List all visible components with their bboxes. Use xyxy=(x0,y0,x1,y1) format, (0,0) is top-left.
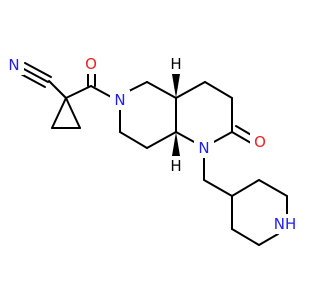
bond-n1-c8a xyxy=(175,131,197,144)
stereo-wedges xyxy=(172,74,180,156)
nitrile-nitrogen-label: N xyxy=(8,56,19,74)
bond-lactam-co-1 xyxy=(231,131,252,144)
bond-ch2-c4p xyxy=(203,179,233,197)
bond-cn-triple-2 xyxy=(24,62,52,78)
bond-cp-3 xyxy=(65,97,81,129)
atom-labels: N O N O N NH H H xyxy=(4,54,298,234)
bond-cp-to-carbonyl xyxy=(65,85,92,99)
bond-carbonyl-to-n6 xyxy=(90,85,114,99)
bond-cn-triple-3 xyxy=(18,72,46,88)
bond-c2-n1 xyxy=(211,131,233,144)
bond-c4-c3 xyxy=(204,81,233,99)
wedge-c4a-h xyxy=(172,74,180,98)
lactam-nitrogen-label: N xyxy=(198,139,209,157)
bond-cp-1 xyxy=(51,97,67,129)
lactam-oxygen-label: O xyxy=(254,133,266,151)
bond-c5-c4a xyxy=(146,81,177,99)
wedge-c8a-h xyxy=(172,132,180,156)
molecule-structure-diagram: N O N O N NH H H xyxy=(4,54,298,246)
nitrile-group xyxy=(18,62,67,99)
amide-nitrogen-label: N xyxy=(114,91,125,109)
piperidinylmethyl-substituent xyxy=(203,157,288,246)
piperidine-nh-label: NH xyxy=(274,215,297,233)
right-ring xyxy=(175,81,254,144)
bond-c6p-c5p xyxy=(231,228,260,246)
carbonyl-oxygen-label: O xyxy=(85,55,97,73)
bond-c3p-c2p xyxy=(258,179,288,197)
cyclopropane-ring xyxy=(51,97,81,129)
bond-c8a-c8 xyxy=(146,131,177,149)
bond-nitrile-to-cyclopropane xyxy=(48,80,67,99)
bond-n-c6p xyxy=(258,233,279,246)
stereo-hydrogen-bottom-label: H xyxy=(170,157,181,175)
bond-c8-c7 xyxy=(119,131,148,149)
stereo-hydrogen-top-label: H xyxy=(170,55,181,73)
bond-cn-triple-1 xyxy=(21,67,49,83)
bond-c4p-c3p xyxy=(231,179,260,197)
bond-c4a-c4 xyxy=(175,81,206,99)
